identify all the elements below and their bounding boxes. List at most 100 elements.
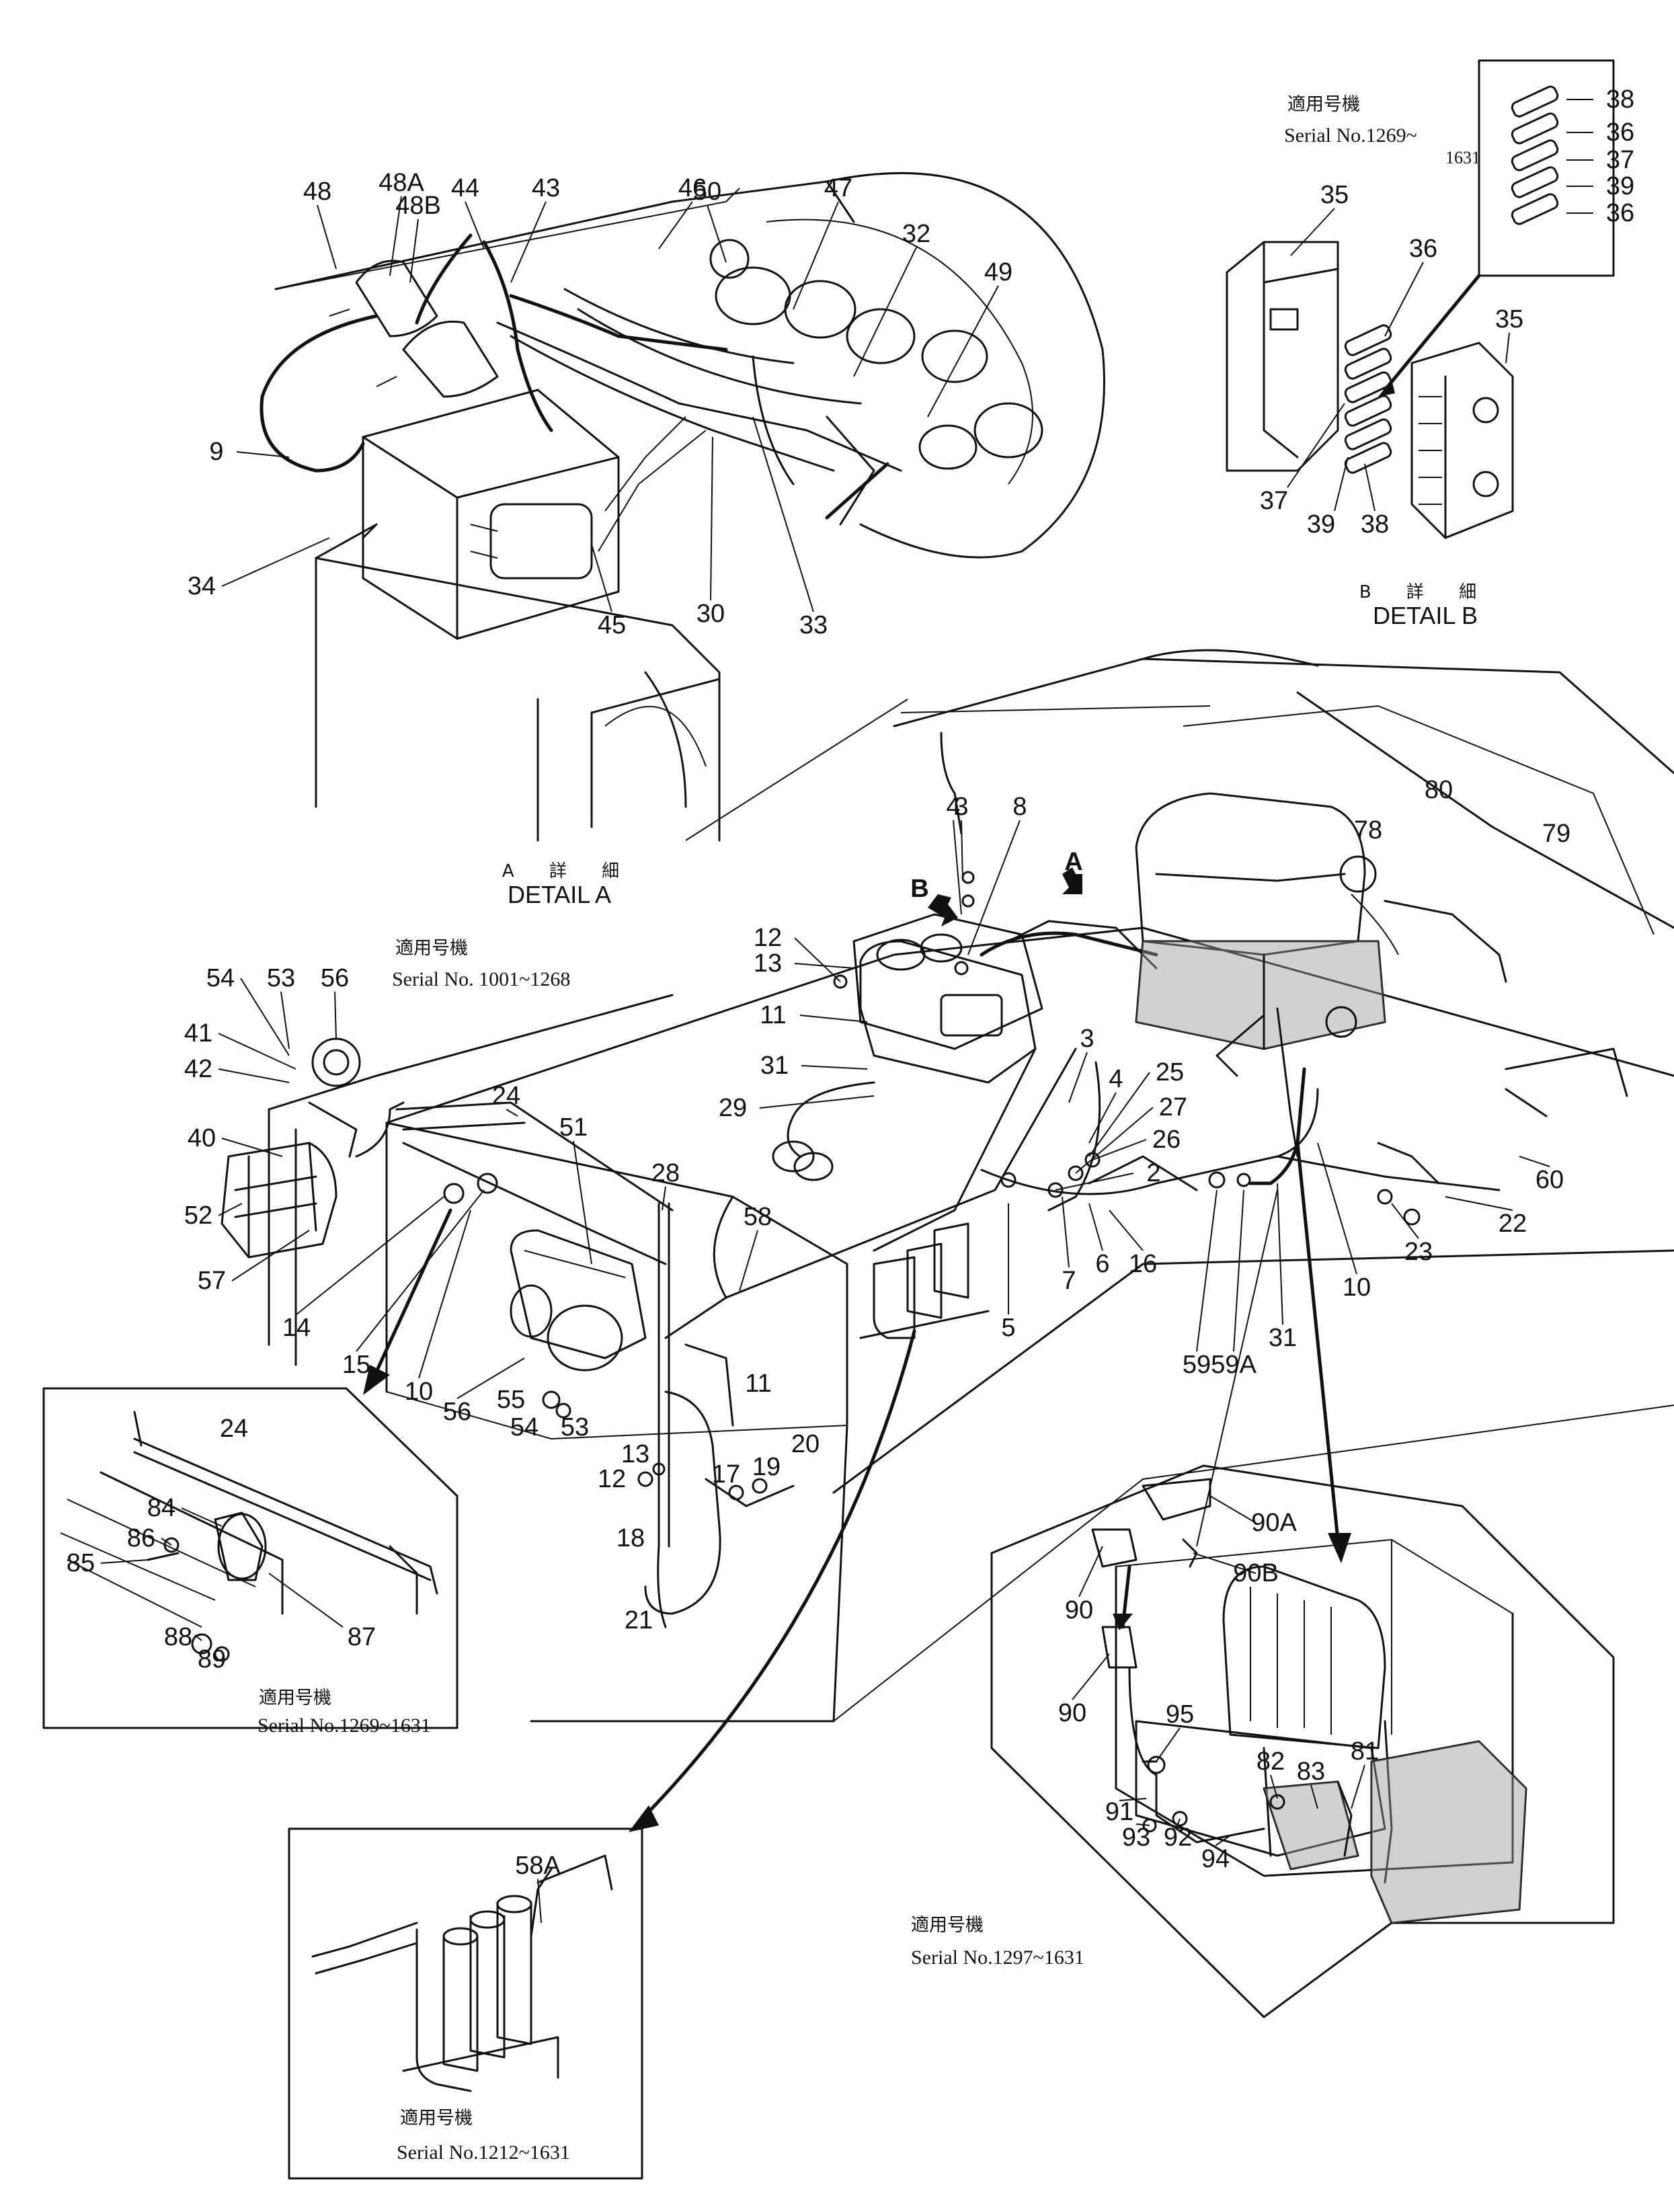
part-number-48: 48	[303, 177, 332, 206]
part-number-30: 30	[696, 600, 725, 628]
part-number-10: 10	[1342, 1273, 1371, 1302]
part-number-46: 46	[678, 174, 707, 202]
part-number-42: 42	[184, 1055, 213, 1083]
part-number-5: 5	[1001, 1314, 1016, 1342]
part-number-4: 4	[1109, 1065, 1123, 1093]
part-number-40: 40	[187, 1124, 216, 1152]
part-number-90a: 90A	[1251, 1509, 1297, 1537]
detail-b-caption-en: DETAIL B	[1372, 602, 1478, 629]
part-number-54: 54	[510, 1413, 539, 1441]
serial-range-horn: Serial No.1269~1631	[257, 1714, 431, 1737]
part-number-48a: 48A	[378, 169, 424, 197]
part-number-90: 90	[1058, 1699, 1087, 1727]
part-number-11: 11	[760, 1001, 787, 1029]
part-number-35: 35	[1320, 181, 1349, 209]
detail-b-drawing	[1226, 59, 1615, 539]
part-number-24: 24	[491, 1082, 521, 1110]
serial-range-main: Serial No. 1001~1268	[392, 968, 571, 990]
seat-detail-drawing	[990, 1464, 1615, 2018]
serial-range-seat: Serial No.1297~1631	[911, 1946, 1084, 1969]
applicable-label-seat: 適用号機	[911, 1915, 984, 1936]
part-number-54: 54	[206, 964, 235, 992]
part-number-50: 50	[692, 177, 722, 206]
part-number-19: 19	[752, 1453, 781, 1481]
part-number-56: 56	[442, 1398, 472, 1426]
part-number-21: 21	[624, 1606, 653, 1634]
part-number-7: 7	[1062, 1267, 1076, 1295]
detail-a-caption-en: DETAIL A	[507, 881, 612, 908]
detail-a-caption-jp: A 詳 細	[502, 861, 635, 881]
detail-b-caption-jp: B 詳 細	[1359, 582, 1492, 602]
applicable-label-horn: 適用号機	[259, 1688, 331, 1708]
part-number-11: 11	[745, 1370, 772, 1398]
part-number-86: 86	[126, 1524, 156, 1552]
part-number-38: 38	[1605, 85, 1635, 114]
part-number-53: 53	[560, 1413, 590, 1441]
part-number-10: 10	[404, 1378, 434, 1406]
part-number-78: 78	[1353, 816, 1383, 844]
part-number-37: 37	[1259, 487, 1289, 515]
part-number-95: 95	[1165, 1700, 1195, 1729]
part-number-8: 8	[1012, 793, 1027, 821]
solenoid-detail-drawing	[288, 1827, 643, 2180]
part-number-45: 45	[597, 611, 627, 639]
part-number-88: 88	[163, 1623, 193, 1651]
part-number-37: 37	[1605, 146, 1635, 174]
part-number-6: 6	[1095, 1250, 1110, 1278]
part-number-36: 36	[1605, 118, 1635, 147]
applicable-label-solenoid: 適用号機	[400, 2108, 473, 2129]
part-number-38: 38	[1360, 510, 1390, 539]
part-number-82: 82	[1256, 1747, 1285, 1776]
part-number-29: 29	[718, 1094, 748, 1122]
part-number-12: 12	[753, 924, 783, 952]
part-number-39: 39	[1605, 172, 1635, 200]
part-number-24: 24	[219, 1415, 249, 1443]
part-number-41: 41	[184, 1019, 213, 1048]
part-number-92: 92	[1163, 1823, 1193, 1852]
part-number-91: 91	[1105, 1798, 1134, 1826]
part-number-36: 36	[1408, 235, 1438, 263]
part-number-28: 28	[651, 1159, 680, 1187]
part-number-89: 89	[197, 1645, 227, 1673]
part-number-81: 81	[1350, 1737, 1380, 1766]
serial-range-b-end: 1631	[1445, 148, 1480, 167]
part-number-39: 39	[1306, 510, 1336, 539]
part-number-15: 15	[342, 1351, 371, 1379]
part-number-3: 3	[954, 793, 969, 821]
part-number-32: 32	[902, 220, 931, 248]
part-number-18: 18	[616, 1524, 645, 1552]
part-number-12: 12	[597, 1465, 627, 1493]
part-number-26: 26	[1152, 1125, 1181, 1154]
part-number-9: 9	[209, 438, 224, 466]
part-number-2: 2	[1146, 1159, 1161, 1187]
main-assembly-drawing	[218, 649, 1674, 1832]
part-number-90: 90	[1064, 1596, 1094, 1624]
part-number-35: 35	[1494, 305, 1524, 333]
part-number-93: 93	[1121, 1823, 1151, 1852]
part-number-43: 43	[531, 174, 561, 202]
part-number-20: 20	[791, 1430, 820, 1458]
part-number-59a: 59A	[1211, 1351, 1257, 1379]
part-number-33: 33	[799, 611, 828, 639]
serial-range-solenoid: Serial No.1212~1631	[397, 2141, 570, 2164]
arrow-label-a: A	[1064, 848, 1083, 876]
part-number-23: 23	[1404, 1238, 1433, 1266]
part-number-34: 34	[187, 572, 216, 600]
detail-a-drawing	[221, 172, 1105, 842]
part-number-52: 52	[184, 1201, 213, 1230]
part-number-14: 14	[282, 1314, 311, 1342]
part-number-60: 60	[1535, 1166, 1564, 1194]
part-number-85: 85	[66, 1549, 95, 1577]
part-number-57: 57	[197, 1267, 227, 1295]
part-number-22: 22	[1498, 1210, 1527, 1238]
part-number-51: 51	[559, 1113, 588, 1142]
applicable-label-b: 適用号機	[1287, 94, 1360, 115]
part-number-84: 84	[147, 1494, 176, 1522]
part-number-13: 13	[621, 1440, 650, 1468]
part-number-55: 55	[496, 1386, 526, 1414]
part-number-31: 31	[760, 1052, 789, 1080]
part-number-80: 80	[1424, 776, 1453, 804]
part-number-48b: 48B	[395, 192, 441, 220]
part-number-47: 47	[824, 174, 853, 202]
